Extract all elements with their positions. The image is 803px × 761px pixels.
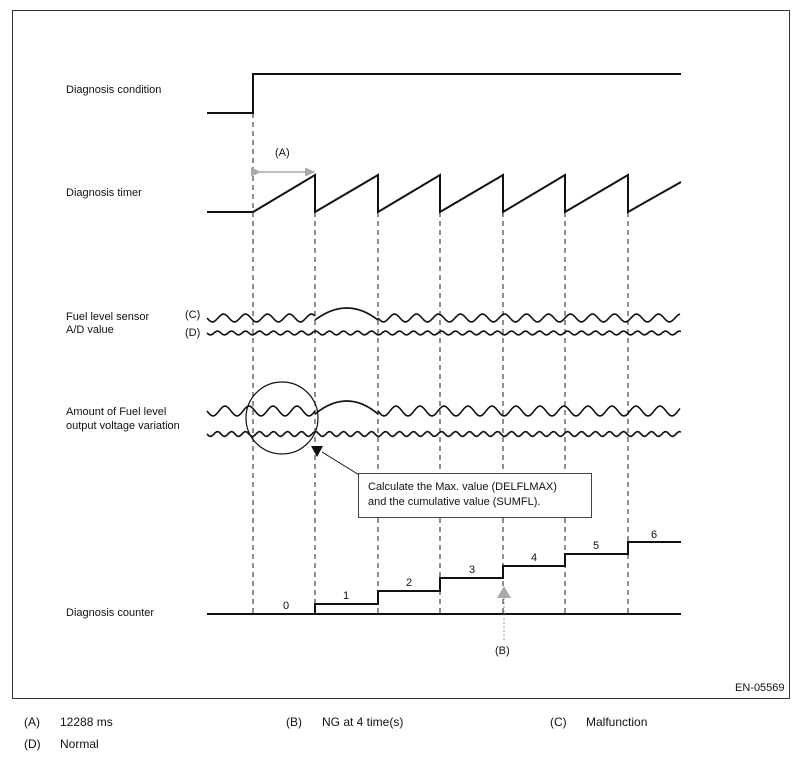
counter-value: 0	[282, 600, 290, 612]
marker-c: (C)	[185, 309, 201, 321]
wave-line	[206, 430, 682, 438]
legend-text: 12288 ms	[60, 715, 113, 729]
arrow-b-head	[497, 586, 511, 598]
legend-text: NG at 4 time(s)	[322, 715, 404, 729]
legend-key: (B)	[286, 715, 302, 729]
counter-value: 1	[342, 590, 350, 602]
label-variation-2: output voltage variation	[66, 420, 180, 432]
sensor-hump	[314, 307, 379, 321]
counter-value: 2	[405, 577, 413, 589]
note-line-2: and the cumulative value (SUMFL).	[368, 496, 541, 508]
label-diagnosis-timer: Diagnosis timer	[66, 187, 142, 199]
legend-key: (D)	[24, 737, 41, 751]
variation-hump	[314, 400, 379, 415]
sensor-waves	[206, 313, 682, 438]
note-line-1: Calculate the Max. value (DELFLMAX)	[368, 481, 557, 493]
marker-b: (B)	[495, 645, 510, 657]
diagram-frame	[12, 10, 790, 699]
marker-a: (A)	[275, 147, 290, 159]
legend-item-d: (D) Normal	[24, 737, 99, 751]
counter-value: 5	[592, 540, 600, 552]
counter-value: 4	[530, 552, 538, 564]
highlight-circle	[245, 381, 319, 455]
marker-d: (D)	[185, 327, 201, 339]
counter-steps	[314, 541, 681, 614]
legend-text: Normal	[60, 737, 99, 751]
legend-text: Malfunction	[586, 715, 648, 729]
counter-value: 6	[650, 529, 658, 541]
label-fuel-sensor-1: Fuel level sensor	[66, 311, 150, 323]
label-diagnosis-counter: Diagnosis counter	[66, 607, 155, 619]
wave-line	[206, 313, 681, 323]
condition-signal	[207, 73, 681, 114]
legend-key: (A)	[24, 715, 40, 729]
label-variation-1: Amount of Fuel level	[66, 406, 167, 418]
figure-id: EN-05569	[735, 682, 785, 694]
pointer-triangle	[311, 446, 323, 457]
legend-item-a: (A) 12288 ms	[24, 715, 113, 729]
wave-line	[206, 330, 682, 336]
timer-signal	[207, 173, 682, 214]
label-diagnosis-condition: Diagnosis condition	[66, 84, 162, 96]
wave-line	[206, 405, 681, 417]
counter-value: 3	[468, 564, 476, 576]
legend-item-b: (B) NG at 4 time(s)	[286, 715, 403, 729]
legend-key: (C)	[550, 715, 567, 729]
label-fuel-sensor-2: A/D value	[66, 324, 114, 336]
calculation-note: Calculate the Max. value (DELFLMAX) and …	[358, 473, 592, 518]
note-leader	[321, 451, 365, 479]
legend-item-c: (C) Malfunction	[550, 715, 647, 729]
